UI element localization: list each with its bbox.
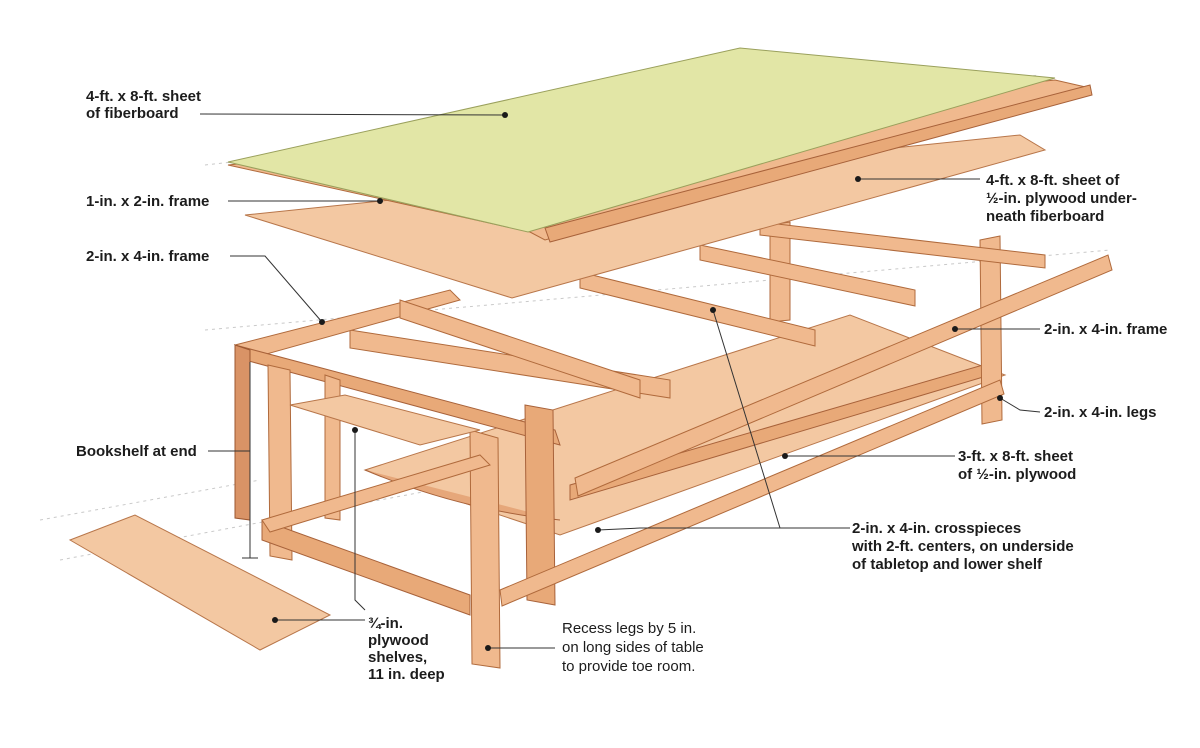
label-bookshelf: Bookshelf at end xyxy=(76,443,197,460)
label-2x4-frame-left: 2-in. x 4-in. frame xyxy=(86,248,209,265)
front-legs xyxy=(267,364,556,669)
loose-shelf-plank xyxy=(68,514,332,651)
label-plywood-shelves: ¾-in. plywood shelves, 11 in. deep xyxy=(368,615,445,683)
note-recess-legs: Recess legs by 5 in. on long sides of ta… xyxy=(562,620,708,675)
leader-lines xyxy=(199,112,1041,651)
upper-right-rail xyxy=(574,254,1113,497)
back-right-leg xyxy=(979,235,1003,425)
tabletop-crosspieces xyxy=(349,221,1046,399)
left-2x4-frame xyxy=(233,289,641,521)
label-lower-shelf: 3-ft. x 8-ft. sheet of ½-in. plywood xyxy=(958,448,1077,483)
label-2x4-legs: 2-in. x 4-in. legs xyxy=(1044,404,1157,421)
label-fiberboard: 4-ft. x 8-ft. sheet of fiberboard xyxy=(86,88,205,122)
label-1x2-frame: 1-in. x 2-in. frame xyxy=(86,193,209,210)
construction-guides xyxy=(39,74,1111,561)
lower-front-rail xyxy=(499,379,1005,607)
label-2x4-frame-right: 2-in. x 4-in. frame xyxy=(1044,321,1167,338)
label-plywood-top: 4-ft. x 8-ft. sheet of ½-in. plywood und… xyxy=(986,172,1141,225)
fiberboard-sheet xyxy=(227,47,1056,233)
end-bookshelf xyxy=(261,394,491,616)
label-crosspieces: 2-in. x 4-in. crosspieces with 2-ft. cen… xyxy=(851,520,1078,573)
